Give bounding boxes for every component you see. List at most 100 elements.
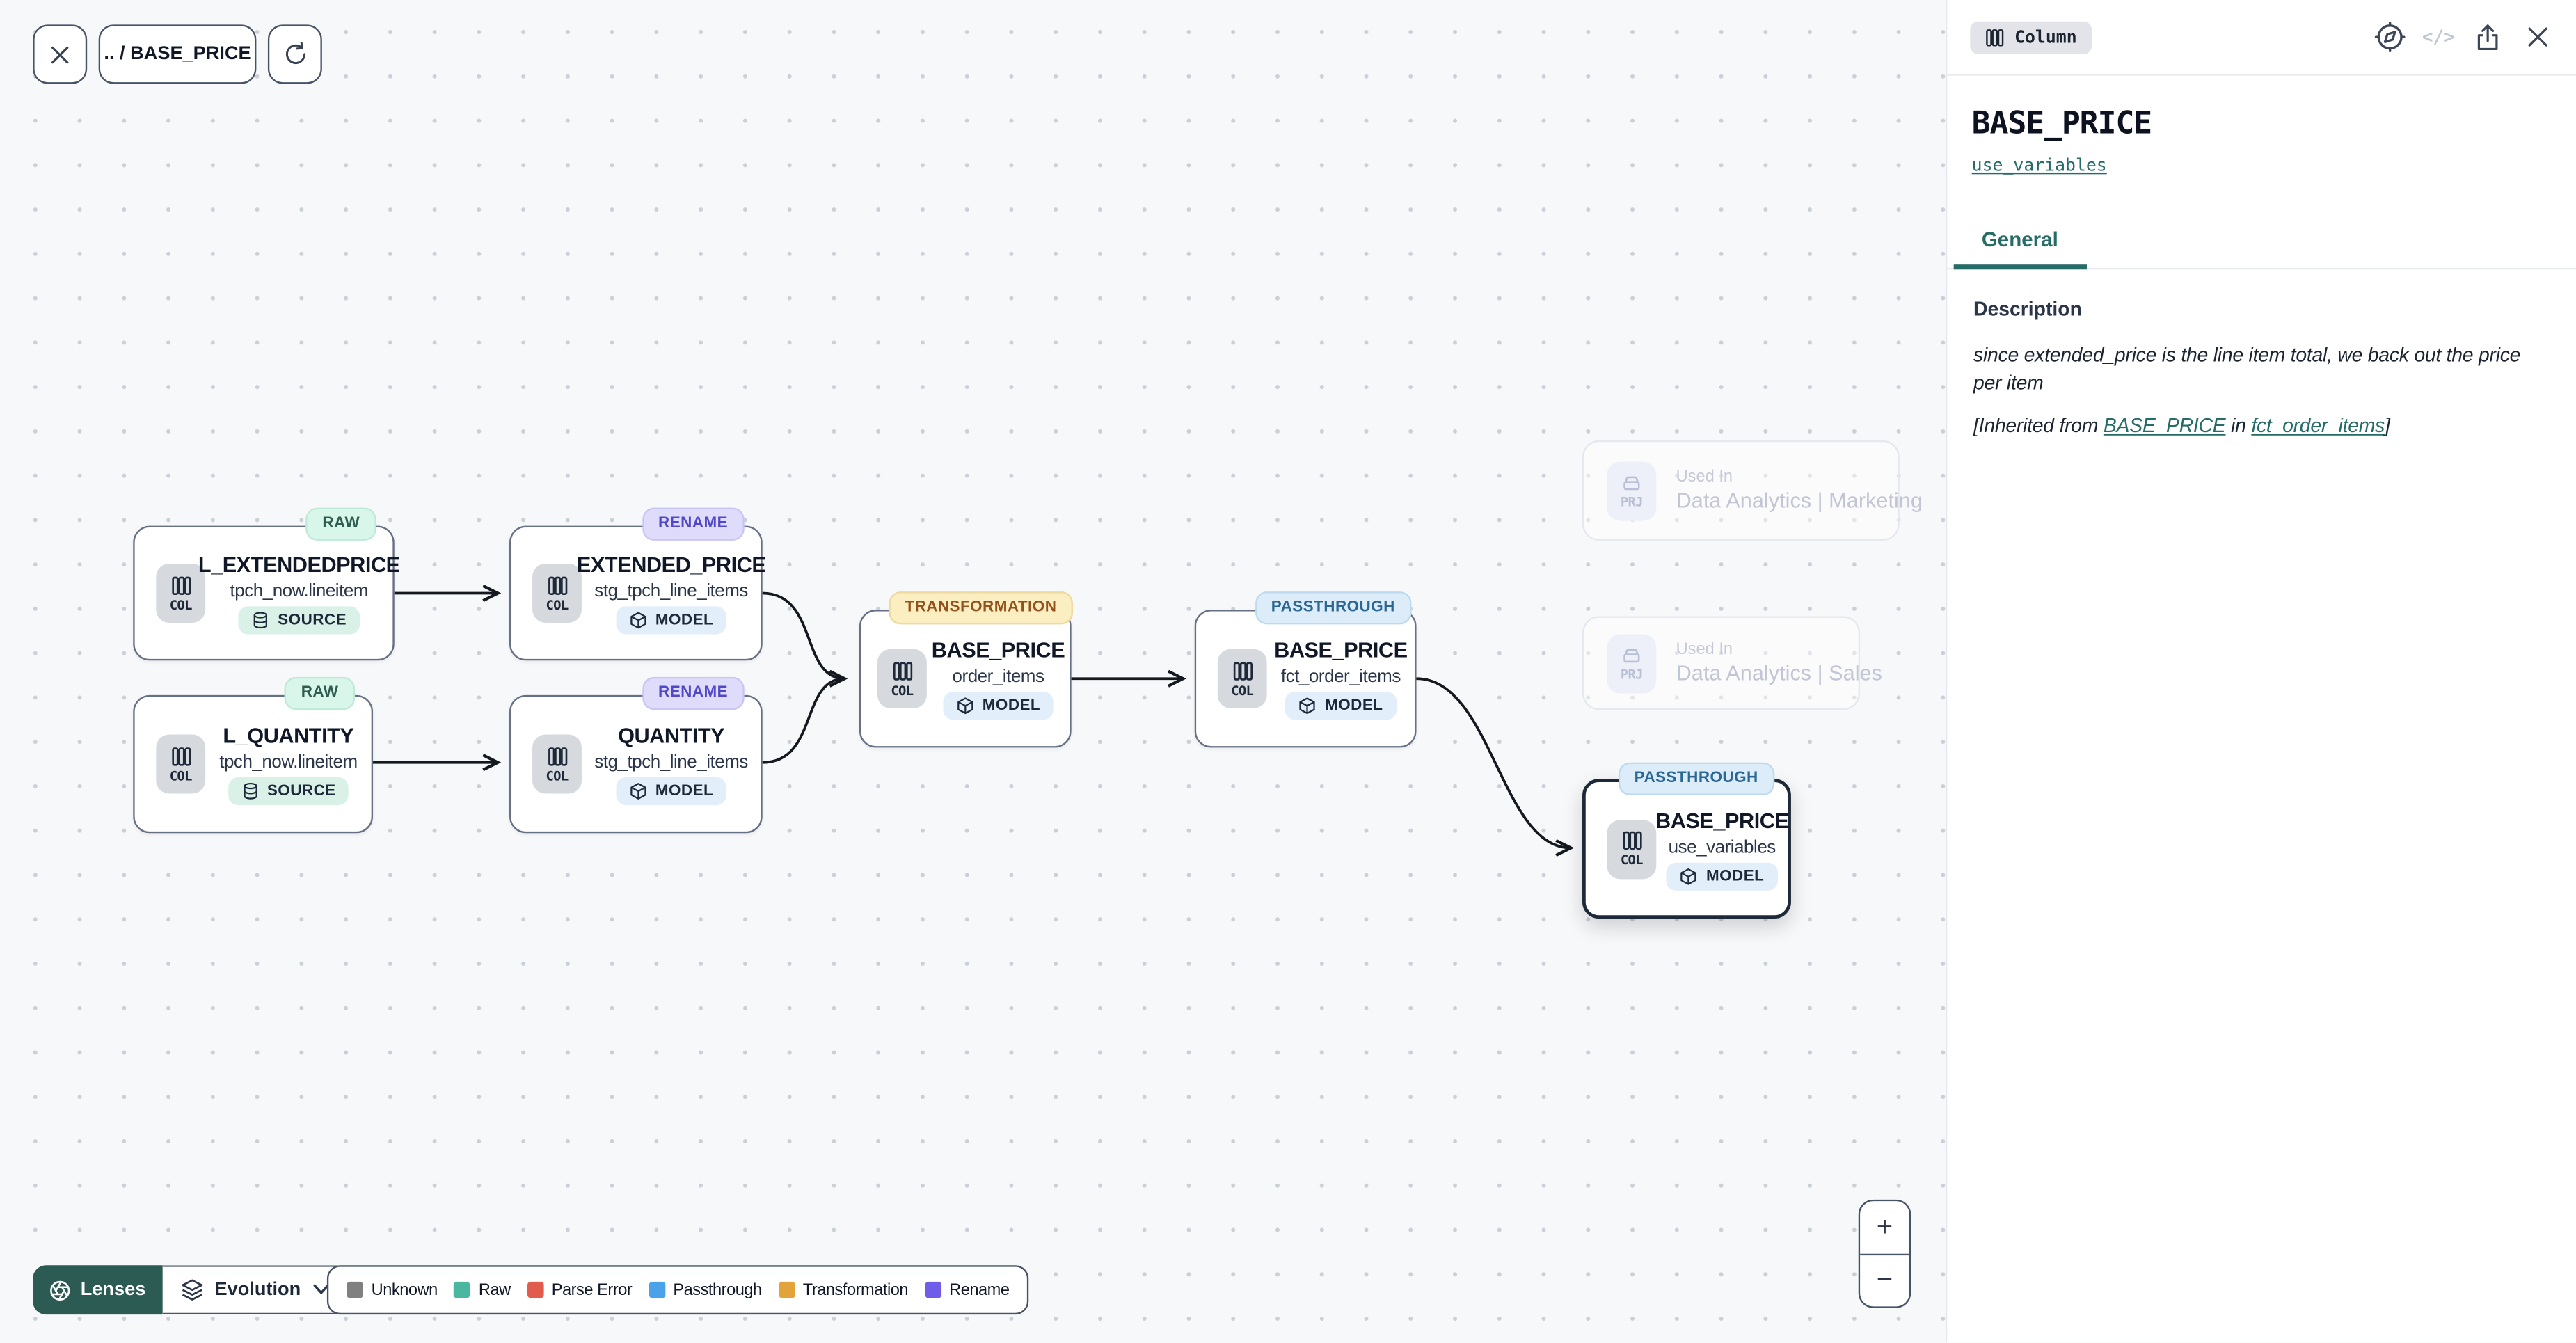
node-subtitle: fct_order_items	[1280, 667, 1401, 688]
chevron-down-icon	[313, 1284, 329, 1295]
columns-icon	[892, 661, 912, 680]
close-graph-button[interactable]	[33, 24, 88, 84]
column-type-chip: COL	[1217, 649, 1267, 708]
node-l-extendedprice[interactable]: RAW COL L_EXTENDEDPRICE tpch_now.lineite…	[133, 507, 400, 661]
node-base-price-order-items[interactable]: TRANSFORMATION COL BASE_PRICE order_item…	[859, 591, 1073, 748]
node-base-price-use-variables[interactable]: PASSTHROUGH COL BASE_PRICE use_variables…	[1582, 762, 1791, 919]
inherited-model-link[interactable]: fct_order_items	[2251, 413, 2385, 437]
columns-icon	[1232, 661, 1252, 680]
zoom-controls: + −	[1858, 1199, 1911, 1308]
node-subtitle: tpch_now.lineitem	[230, 581, 369, 602]
lens-control: Lenses Evolution	[33, 1265, 351, 1315]
lens-badge: RAW	[305, 507, 376, 541]
chip-label: PRJ	[1620, 667, 1644, 682]
refresh-button[interactable]	[267, 24, 322, 84]
column-type-chip: COL	[532, 563, 582, 623]
lenses-button[interactable]: Lenses	[33, 1265, 162, 1315]
tab-general[interactable]: General	[1953, 218, 2086, 270]
chip-label: COL	[169, 768, 193, 784]
database-icon	[253, 612, 268, 629]
legend-item: Unknown	[347, 1281, 438, 1299]
close-icon	[51, 45, 69, 63]
legend-item: Parse Error	[527, 1281, 633, 1299]
chip-label: COL	[546, 768, 569, 784]
node-title: L_EXTENDEDPRICE	[198, 552, 400, 577]
project-used-in-label: Used In	[1676, 468, 1733, 486]
node-type-tag: MODEL	[943, 692, 1054, 720]
project-used-in-label: Used In	[1676, 640, 1733, 659]
project-node-marketing[interactable]: PRJ Used In Data Analytics | Marketing	[1582, 440, 1923, 541]
panel-header: Column </>	[1947, 0, 2576, 76]
project-drawer-icon	[1623, 476, 1640, 491]
lens-mode-dropdown[interactable]: Evolution	[161, 1265, 351, 1315]
explore-lineage-button[interactable]	[2373, 21, 2406, 54]
chip-label: COL	[1231, 683, 1254, 698]
zoom-in-button[interactable]: +	[1860, 1201, 1909, 1255]
lens-badge: RENAME	[642, 507, 745, 541]
node-quantity[interactable]: RENAME COL QUANTITY stg_tpch_line_items …	[509, 676, 763, 834]
node-title: L_QUANTITY	[223, 723, 354, 748]
node-type-tag: MODEL	[616, 606, 727, 635]
node-subtitle: tpch_now.lineitem	[219, 752, 358, 772]
legend-swatch-parse-error	[527, 1281, 543, 1298]
node-type-tag: MODEL	[616, 777, 727, 806]
lens-legend: Unknown Raw Parse Error Passthrough Tran…	[326, 1265, 1029, 1315]
cube-icon	[630, 783, 646, 800]
cube-icon	[630, 612, 646, 629]
chip-label: PRJ	[1620, 494, 1644, 510]
node-type-tag: MODEL	[1667, 861, 1778, 890]
legend-swatch-rename	[924, 1281, 941, 1298]
column-type-chip: COL	[156, 563, 206, 623]
lenses-button-label: Lenses	[80, 1280, 146, 1300]
lineage-canvas[interactable]: .. / BASE_PRICE RAW COL L_EXTENDEDPRICE …	[0, 0, 1946, 1343]
lens-badge: PASSTHROUGH	[1618, 762, 1775, 795]
cube-icon	[957, 697, 973, 715]
column-type-chip: COL	[156, 734, 206, 794]
node-base-price-fct-order-items[interactable]: PASSTHROUGH COL BASE_PRICE fct_order_ite…	[1194, 591, 1417, 748]
lens-badge: TRANSFORMATION	[888, 591, 1073, 625]
layers-icon	[181, 1279, 202, 1301]
legend-item: Raw	[454, 1281, 511, 1299]
column-type-chip: COL	[532, 734, 582, 794]
entity-type-badge: Column	[1970, 20, 2092, 54]
node-l-quantity[interactable]: RAW COL L_QUANTITY tpch_now.lineitem SOU…	[133, 676, 374, 834]
share-button[interactable]	[2472, 21, 2504, 54]
close-panel-button[interactable]	[2520, 21, 2553, 54]
details-panel: Column </>	[1945, 0, 2576, 1343]
chip-label: COL	[546, 597, 569, 612]
cube-icon	[1681, 867, 1697, 884]
breadcrumb-label: .. / BASE_PRICE	[104, 44, 251, 65]
project-name: Data Analytics | Marketing	[1676, 488, 1923, 513]
panel-title: BASE_PRICE	[1971, 105, 2152, 142]
node-subtitle: stg_tpch_line_items	[594, 581, 748, 602]
chip-label: COL	[1620, 852, 1644, 868]
share-icon	[2477, 24, 2498, 49]
model-link[interactable]: use_variables	[1971, 156, 2107, 176]
project-name: Data Analytics | Sales	[1676, 660, 1882, 685]
lens-badge: PASSTHROUGH	[1255, 591, 1412, 625]
node-subtitle: use_variables	[1668, 837, 1776, 857]
node-title: BASE_PRICE	[931, 637, 1065, 662]
node-type-tag: MODEL	[1285, 692, 1397, 720]
breadcrumb[interactable]: .. / BASE_PRICE	[98, 24, 257, 84]
columns-icon	[547, 575, 567, 594]
columns-icon	[1986, 28, 2004, 46]
legend-item: Transformation	[778, 1281, 909, 1299]
description-body: since extended_price is the line item to…	[1973, 343, 2521, 395]
columns-icon	[171, 747, 191, 765]
lineage-edges	[373, 584, 1575, 857]
node-extended-price[interactable]: RENAME COL EXTENDED_PRICE stg_tpch_line_…	[509, 507, 766, 661]
code-icon: </>	[2422, 26, 2455, 48]
project-drawer-icon	[1623, 649, 1640, 663]
project-node-sales[interactable]: PRJ Used In Data Analytics | Sales	[1582, 616, 1882, 710]
refresh-icon	[285, 42, 305, 65]
zoom-out-button[interactable]: −	[1876, 1264, 1893, 1296]
close-icon	[2527, 27, 2547, 47]
legend-item: Rename	[924, 1281, 1010, 1299]
inherited-column-link[interactable]: BASE_PRICE	[2103, 413, 2226, 437]
node-type-tag: SOURCE	[238, 606, 360, 635]
description-inherited: [Inherited from BASE_PRICE in fct_order_…	[1973, 413, 2390, 437]
legend-swatch-unknown	[347, 1281, 363, 1298]
project-type-chip: PRJ	[1607, 461, 1657, 520]
database-icon	[243, 782, 257, 800]
